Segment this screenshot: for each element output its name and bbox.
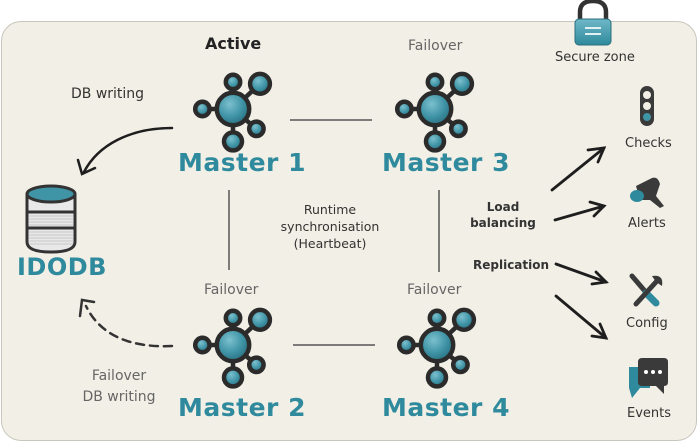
master-2-label: Master 2 <box>178 393 306 422</box>
database-icon <box>25 184 77 254</box>
service-checks-label: Checks <box>625 136 672 151</box>
master-1-role: Active <box>205 34 262 53</box>
master-2-node-icon <box>195 310 270 387</box>
database-label: IDODB <box>17 253 107 281</box>
master-3-node-icon <box>397 74 472 150</box>
wrench-screwdriver-icon <box>629 273 663 307</box>
service-events-label: Events <box>627 406 672 421</box>
master-1-node-icon <box>195 74 270 150</box>
service-arrows <box>550 146 609 340</box>
service-config-label: Config <box>626 316 668 331</box>
lock-icon <box>574 0 612 46</box>
db-writing-label: DB writing <box>71 86 145 102</box>
chat-bubbles-icon <box>629 358 668 398</box>
load-balancing-label-1: Load <box>486 200 520 214</box>
secure-zone-label: Secure zone <box>555 50 635 65</box>
master-4-label: Master 4 <box>382 393 510 422</box>
master-2-role: Failover <box>204 282 259 298</box>
master-3-role: Failover <box>408 38 463 54</box>
db-writing-arrow <box>76 126 174 176</box>
master-4-role: Failover <box>407 282 462 298</box>
sync-label-1: Runtime <box>303 202 357 217</box>
traffic-light-icon <box>640 86 654 126</box>
load-balancing-label-2: balancing <box>470 216 536 230</box>
master-1-label: Master 1 <box>178 148 306 177</box>
failover-db-writing-label-1: Failover <box>91 368 147 384</box>
service-alerts-label: Alerts <box>628 216 666 231</box>
megaphone-icon <box>630 177 664 208</box>
master-3-label: Master 3 <box>382 148 510 177</box>
sync-label-2: synchronisation <box>280 219 380 234</box>
secure-zone-panel <box>1 21 697 441</box>
failover-db-writing-arrow <box>78 298 174 348</box>
sync-label-3: (Heartbeat) <box>293 236 367 251</box>
master-4-node-icon <box>399 310 474 387</box>
failover-db-writing-label-2: DB writing <box>82 389 156 405</box>
replication-label: Replication <box>473 258 550 272</box>
